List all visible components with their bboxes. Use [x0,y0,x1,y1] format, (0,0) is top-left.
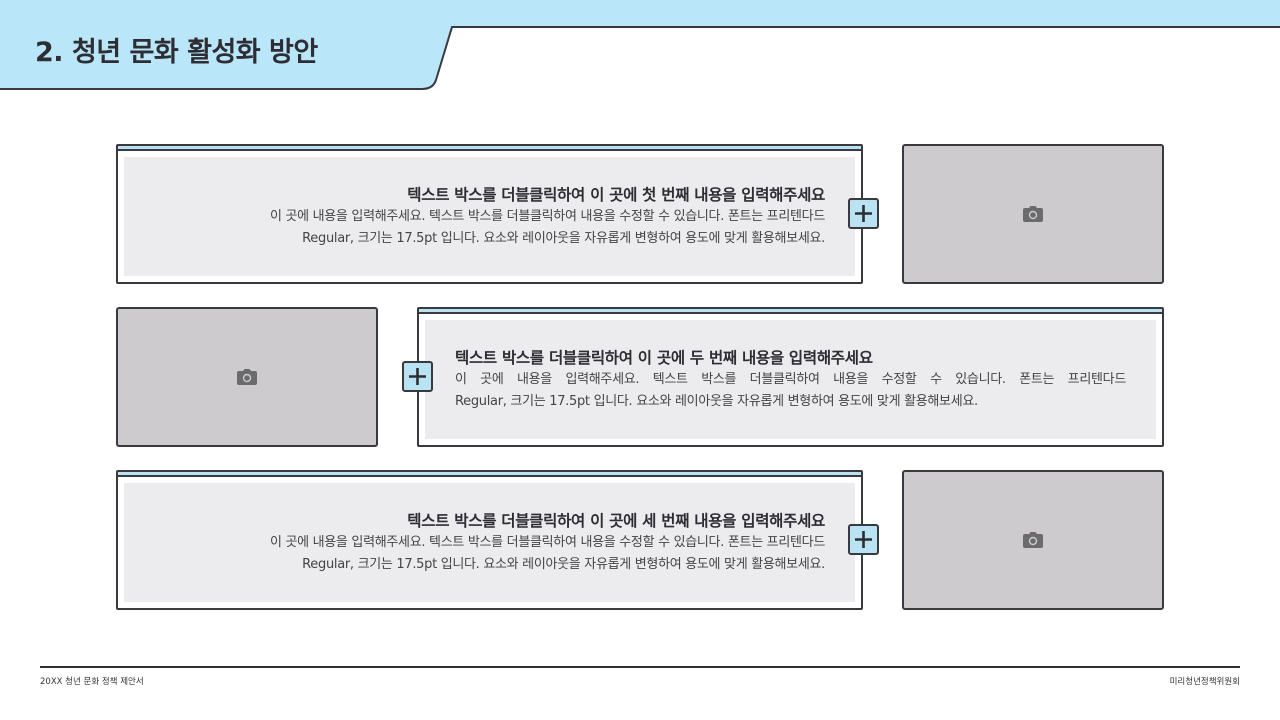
add-button[interactable] [402,361,433,392]
card-accent-strip [118,472,861,477]
card-accent-strip [419,309,1162,314]
header-band [0,0,1280,90]
camera-icon [1023,206,1043,222]
image-placeholder-3[interactable] [902,470,1164,610]
text-card-3[interactable]: 텍스트 박스를 더블클릭하여 이 곳에 세 번째 내용을 입력해주세요 이 곳에… [116,470,863,610]
card-title[interactable]: 텍스트 박스를 더블클릭하여 이 곳에 첫 번째 내용을 입력해주세요 [407,185,825,204]
add-button[interactable] [848,524,879,555]
card-title[interactable]: 텍스트 박스를 더블클릭하여 이 곳에 세 번째 내용을 입력해주세요 [407,511,825,530]
plus-icon [855,531,872,548]
footer-organization: 미리청년정책위원회 [1169,677,1240,687]
image-placeholder-1[interactable] [902,144,1164,284]
text-card-1[interactable]: 텍스트 박스를 더블클릭하여 이 곳에 첫 번째 내용을 입력해주세요 이 곳에… [116,144,863,284]
card-content: 텍스트 박스를 더블클릭하여 이 곳에 두 번째 내용을 입력해주세요 이 곳에… [425,320,1156,439]
card-body-line[interactable]: Regular, 크기는 17.5pt 입니다. 요소와 레이아웃을 자유롭게 … [302,230,825,246]
camera-icon [237,369,257,385]
card-accent-strip [118,146,861,151]
plus-icon [855,205,872,222]
camera-icon [1023,532,1043,548]
card-body-line[interactable]: 이 곳에 내용을 입력해주세요. 텍스트 박스를 더블클릭하여 내용을 수정할 … [455,371,1126,387]
card-body-line[interactable]: 이 곳에 내용을 입력해주세요. 텍스트 박스를 더블클릭하여 내용을 수정할 … [269,534,825,550]
footer-divider [40,666,1240,668]
card-body-line[interactable]: Regular, 크기는 17.5pt 입니다. 요소와 레이아웃을 자유롭게 … [455,393,978,409]
text-card-2[interactable]: 텍스트 박스를 더블클릭하여 이 곳에 두 번째 내용을 입력해주세요 이 곳에… [417,307,1164,447]
image-placeholder-2[interactable] [116,307,378,447]
page-title: 2. 청년 문화 활성화 방안 [35,37,318,68]
footer-document-title: 20XX 청년 문화 정책 제안서 [40,677,144,687]
card-body-line[interactable]: 이 곳에 내용을 입력해주세요. 텍스트 박스를 더블클릭하여 내용을 수정할 … [269,208,825,224]
card-content: 텍스트 박스를 더블클릭하여 이 곳에 세 번째 내용을 입력해주세요 이 곳에… [124,483,855,602]
card-content: 텍스트 박스를 더블클릭하여 이 곳에 첫 번째 내용을 입력해주세요 이 곳에… [124,157,855,276]
card-body-line[interactable]: Regular, 크기는 17.5pt 입니다. 요소와 레이아웃을 자유롭게 … [302,556,825,572]
plus-icon [409,368,426,385]
card-title[interactable]: 텍스트 박스를 더블클릭하여 이 곳에 두 번째 내용을 입력해주세요 [455,348,873,367]
add-button[interactable] [848,198,879,229]
